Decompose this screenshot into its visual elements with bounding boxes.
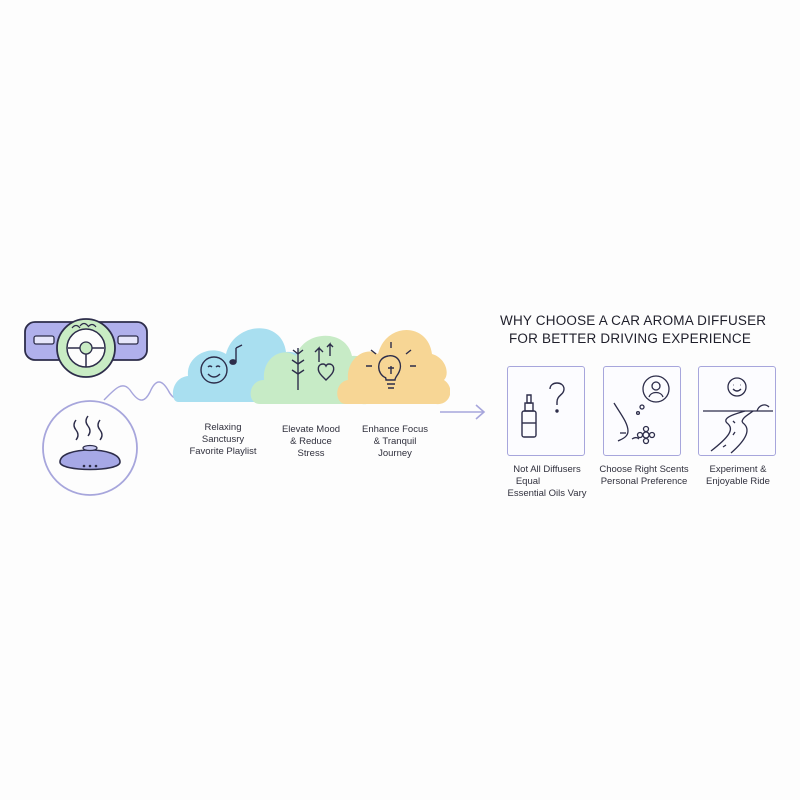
cloud-focus (337, 330, 450, 405)
dashboard-steering-wheel-icon (24, 318, 148, 378)
label-line: Stress (297, 448, 325, 459)
winding-road-icon (703, 377, 773, 454)
label-line: Relaxing (204, 422, 242, 433)
label-line: Enhance Focus (361, 424, 428, 435)
label-line: Not All Diffusers (513, 464, 581, 475)
title-line-2: FOR BETTER DRIVING EXPERIENCE (508, 331, 752, 346)
label-line: Sanctusry (201, 434, 245, 445)
oil-bottle-question-icon (521, 382, 565, 438)
label-line: Experiment & (709, 464, 767, 475)
arrow-right-icon (440, 404, 486, 420)
label-line: Journey (378, 448, 412, 459)
lavender-heart-icon (291, 342, 335, 390)
card-choose-scents (603, 366, 681, 456)
label-line: Enjoyable Ride (706, 476, 770, 487)
wavy-connector-line (103, 381, 187, 401)
aroma-diffuser-icon (42, 400, 138, 496)
benefit-clouds (172, 328, 450, 405)
cloud-label-focus: Enhance Focus & Tranquil Journey (350, 424, 440, 460)
label-line: Elevate Mood (281, 424, 341, 435)
label-line: Choose Right Scents (599, 464, 689, 475)
label-line: & Reduce (290, 436, 332, 447)
label-line: Favorite Playlist (189, 446, 257, 457)
smile-music-icon (200, 344, 243, 384)
card-label-diffusers-vary: Not All Diffusers Equal Essential Oils V… (497, 464, 597, 500)
label-line: Equal (515, 476, 541, 487)
card-diffusers-vary (507, 366, 585, 456)
label-line: Essential Oils Vary (507, 488, 587, 499)
label-line: Personal Preference (600, 476, 688, 487)
nose-flower-icon (613, 375, 670, 445)
card-label-choose-scents: Choose Right Scents Personal Preference (592, 464, 696, 488)
card-label-enjoyable-ride: Experiment & Enjoyable Ride (692, 464, 784, 488)
cloud-label-relaxing: Relaxing Sanctusry Favorite Playlist (180, 422, 266, 458)
title-line-1: WHY CHOOSE A CAR AROMA DIFFUSER (500, 313, 767, 328)
card-enjoyable-ride (698, 366, 776, 456)
label-line: & Tranquil (373, 436, 417, 447)
cloud-label-elevate: Elevate Mood & Reduce Stress (268, 424, 354, 460)
lightbulb-icon (366, 342, 416, 389)
page-title: WHY CHOOSE A CAR AROMA DIFFUSER FOR BETT… (500, 312, 767, 348)
